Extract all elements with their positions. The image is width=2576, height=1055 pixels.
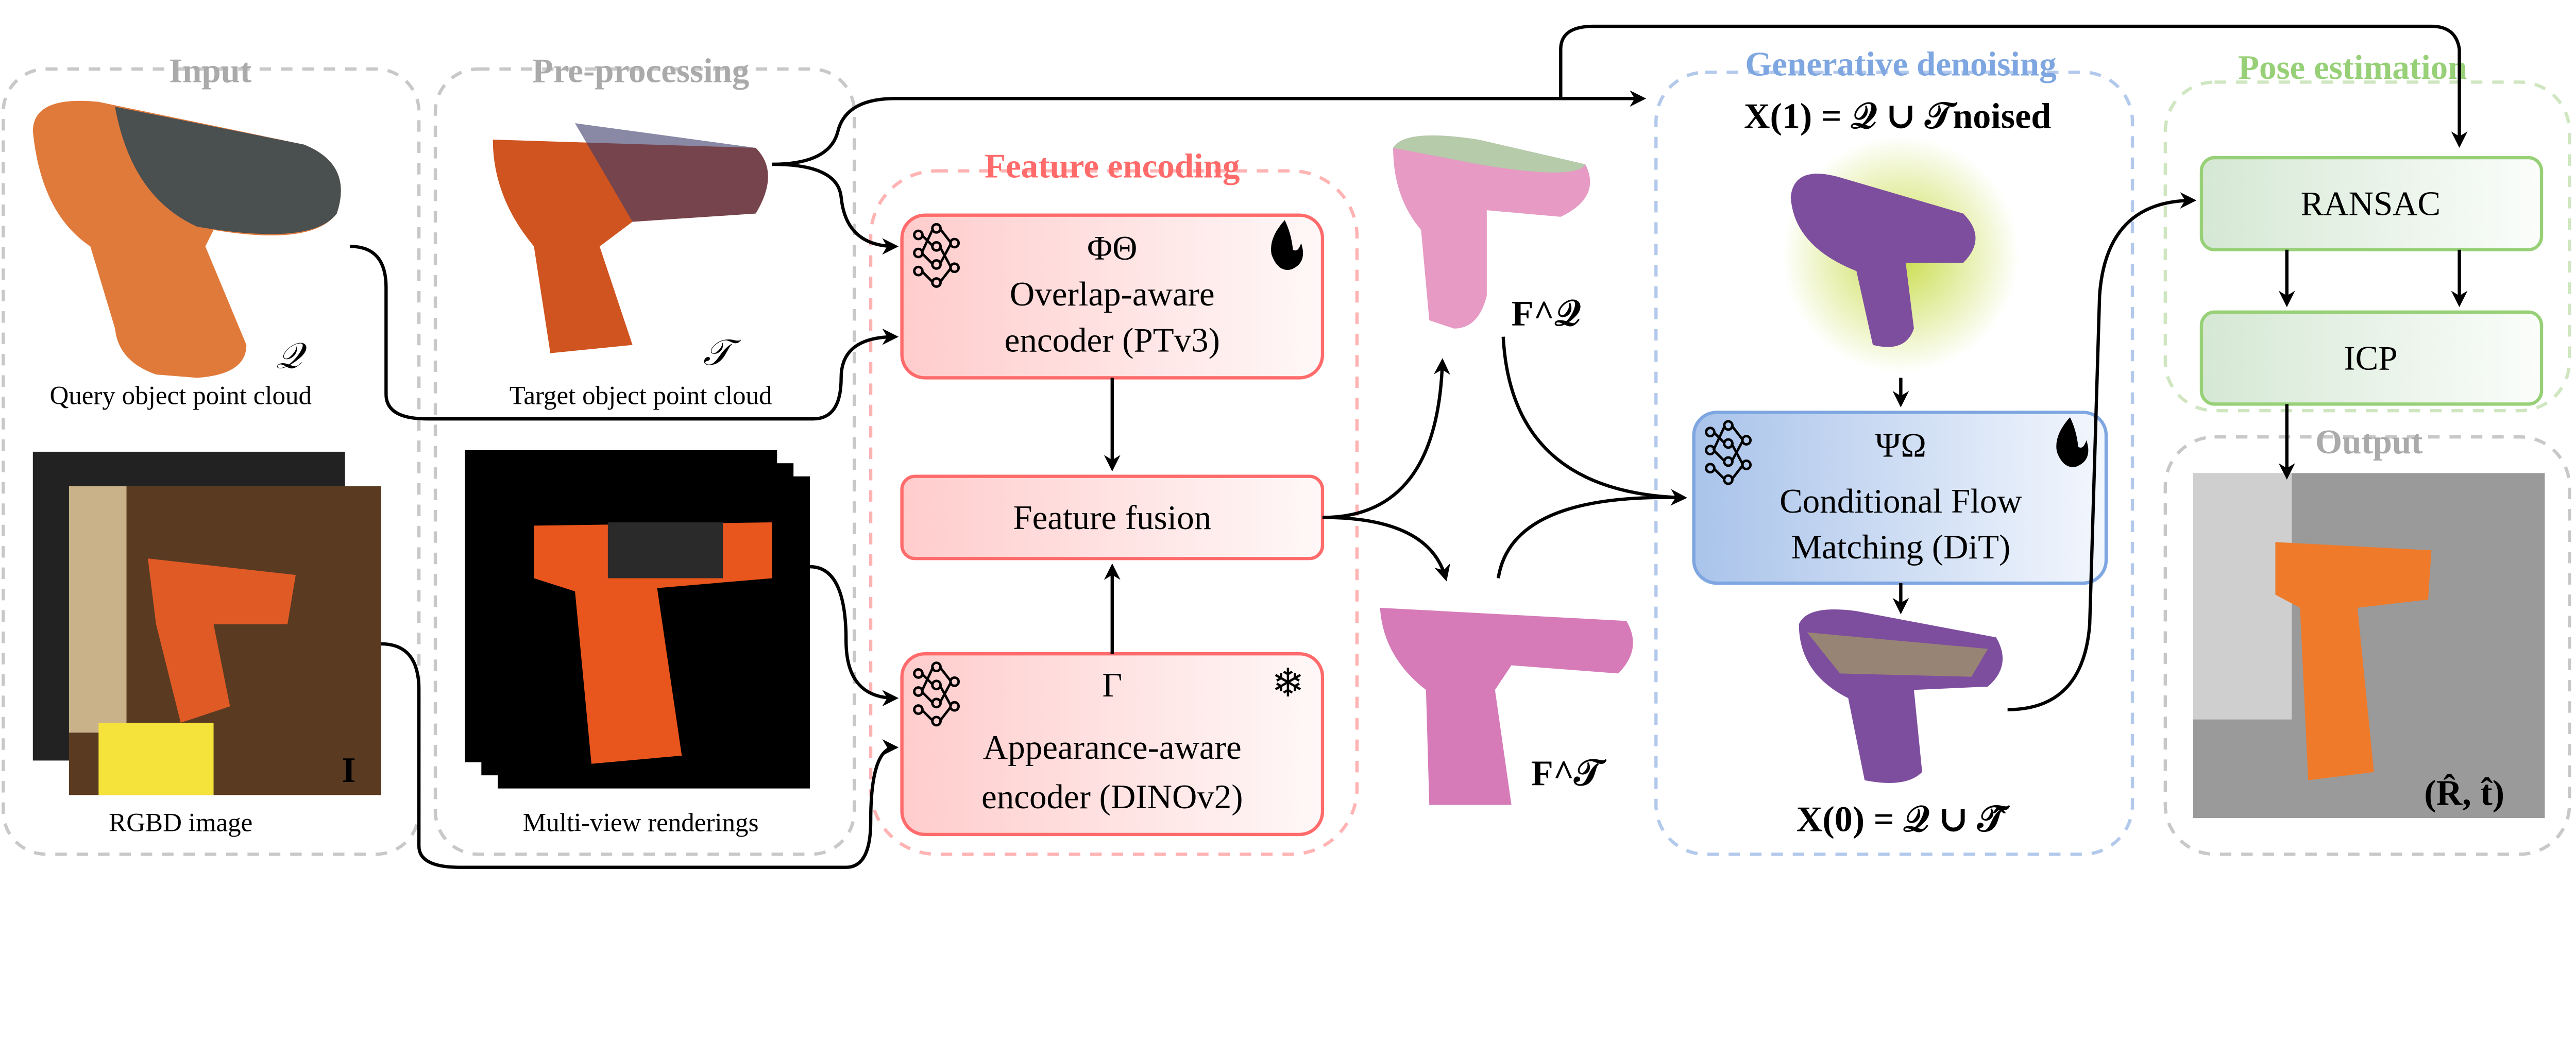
pose-estimation-group xyxy=(2163,80,2571,413)
cfm-symbol: ΨΩ xyxy=(1875,426,1926,464)
feature-fusion-box: Feature fusion xyxy=(900,474,1325,560)
preprocessing-title: Pre-processing xyxy=(532,52,749,90)
target-caption: Target object point cloud xyxy=(510,381,772,410)
denoised-point-cloud-image xyxy=(1799,609,2003,783)
appearance-aware-encoder-box: ❄ Γ Appearance-aware encoder (DINOv2) xyxy=(900,652,1325,837)
noised-point-cloud-image xyxy=(1782,136,2019,373)
output-group xyxy=(2163,435,2571,856)
arrow-x0-to-ransac xyxy=(2007,192,2197,711)
x0-label: X(0) = 𝒬 ∪ 𝒯̂ xyxy=(1797,799,2011,840)
query-feature-label: F^𝒬 xyxy=(1512,293,1581,333)
x1-label: X(1) = 𝒬 ∪ 𝒯noised xyxy=(1744,96,2051,137)
ransac-box: RANSAC xyxy=(2199,156,2544,251)
query-caption: Query object point cloud xyxy=(49,381,312,410)
arrow-fq-to-cfm xyxy=(1501,336,1687,506)
flame-icon xyxy=(2056,417,2089,467)
rgbd-symbol: I xyxy=(342,750,355,790)
neural-network-icon xyxy=(913,661,960,727)
render-caption: Multi-view renderings xyxy=(523,809,759,838)
appearance-encoder-symbol: Γ xyxy=(1102,666,1122,704)
cfm-line2: Matching (DiT) xyxy=(1791,528,2011,566)
arrow-target-to-encoder xyxy=(772,162,899,255)
arrow-rgbd-to-appearance xyxy=(381,642,899,869)
arrow-ft-to-cfm xyxy=(1497,489,1687,578)
pipeline-diagram: Input Pre-processing Feature encoding Ge… xyxy=(2,24,2571,869)
output-pose-symbol: (R̂, t̂) xyxy=(2424,773,2504,813)
neural-network-icon xyxy=(1705,420,1752,485)
input-title: Input xyxy=(169,52,251,90)
pose-estimation-title: Pose estimation xyxy=(2238,48,2467,87)
preprocessing-group xyxy=(433,67,856,856)
conditional-flow-matching-box: ΨΩ Conditional Flow Matching (DiT) xyxy=(1692,411,2108,585)
cfm-line1: Conditional Flow xyxy=(1780,482,2022,520)
arrow-fusion-to-fq xyxy=(1322,358,1450,519)
neural-network-icon xyxy=(913,223,960,288)
snowflake-icon: ❄ xyxy=(1272,661,1304,705)
query-point-cloud-image xyxy=(32,100,341,378)
output-title: Output xyxy=(2315,423,2422,461)
connectors xyxy=(350,24,2468,869)
icp-label: ICP xyxy=(2344,339,2397,377)
rgbd-caption: RGBD image xyxy=(109,809,252,838)
overlap-encoder-line2: encoder (PTv3) xyxy=(1005,321,1220,359)
query-symbol: 𝒬 xyxy=(276,336,307,376)
overlap-encoder-line1: Overlap-aware xyxy=(1010,275,1215,313)
overlap-aware-encoder-box: ΦΘ Overlap-aware encoder (PTv3) xyxy=(900,213,1325,380)
input-group xyxy=(2,67,421,856)
overlap-encoder-symbol: ΦΘ xyxy=(1087,229,1137,267)
generative-denoising-group xyxy=(1654,71,2134,856)
render-symbol: {Jᵢ} xyxy=(739,746,790,787)
appearance-encoder-line1: Appearance-aware xyxy=(983,728,1242,767)
target-symbol: 𝒯 xyxy=(703,333,741,373)
arrow-target-to-x1 xyxy=(772,90,1647,166)
arrow-query-to-encoder xyxy=(350,245,899,421)
target-feature-cloud xyxy=(1380,607,1633,805)
generative-denoising-title: Generative denoising xyxy=(1745,45,2056,83)
icp-box: ICP xyxy=(2199,310,2544,406)
appearance-encoder-line2: encoder (DINOv2) xyxy=(981,778,1243,816)
feature-fusion-label: Feature fusion xyxy=(1013,499,1211,537)
target-point-cloud-image xyxy=(493,123,768,353)
flame-icon xyxy=(1271,220,1303,270)
ransac-label: RANSAC xyxy=(2301,185,2441,223)
feature-encoding-title: Feature encoding xyxy=(985,147,1240,185)
target-feature-label: F^𝒯 xyxy=(1531,753,1607,793)
arrow-fusion-to-ft xyxy=(1322,516,1450,582)
arrow-renders-to-appearance xyxy=(809,565,899,707)
query-feature-cloud xyxy=(1393,135,1590,329)
arrow-top-to-ransac xyxy=(1559,24,2468,148)
